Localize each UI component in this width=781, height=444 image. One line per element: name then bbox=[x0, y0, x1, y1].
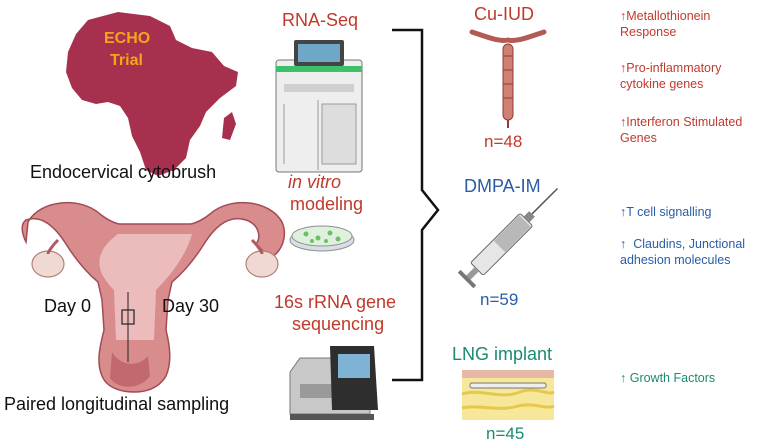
lng-title: LNG implant bbox=[452, 344, 553, 364]
up-arrow-icon: ↑ bbox=[620, 9, 627, 23]
result-text-line2: adhesion molecules bbox=[620, 253, 731, 267]
up-arrow-icon: ↑ bbox=[620, 371, 627, 385]
result-dmpa-1: ↑T cell signalling bbox=[620, 204, 711, 220]
result-text: T cell signalling bbox=[626, 205, 712, 219]
qpcr-machine-icon bbox=[289, 346, 378, 420]
uterus-icon bbox=[21, 201, 286, 393]
day0-label: Day 0 bbox=[44, 296, 92, 316]
africa-map-icon bbox=[66, 12, 238, 176]
dmpa-title: DMPA-IM bbox=[464, 176, 541, 196]
result-cuiud-2: ↑Pro-inflammatory cytokine genes bbox=[620, 60, 721, 92]
result-cuiud-3: ↑Interferon Stimulated Genes bbox=[620, 114, 742, 146]
dmpa-count: n=59 bbox=[480, 290, 519, 309]
result-text: Growth Factors bbox=[626, 371, 716, 385]
result-text: Metallothionein bbox=[626, 9, 711, 23]
rnaseq-label: RNA-Seq bbox=[282, 10, 359, 30]
result-lng-1: ↑ Growth Factors bbox=[620, 370, 715, 386]
result-text-line2: Genes bbox=[620, 131, 657, 145]
up-arrow-icon: ↑ bbox=[620, 237, 627, 251]
map-label-line1: ECHO bbox=[104, 30, 151, 47]
sequencer-icon bbox=[275, 40, 363, 173]
iud-icon bbox=[469, 29, 547, 128]
seq16s-line2: sequencing bbox=[292, 314, 385, 334]
invitro-italic-label: in vitro bbox=[288, 172, 342, 192]
cytobrush-label: Endocervical cytobrush bbox=[30, 162, 217, 182]
cuiud-title: Cu-IUD bbox=[474, 4, 535, 24]
result-text: Claudins, Junctional bbox=[626, 237, 746, 251]
result-text-line2: cytokine genes bbox=[620, 77, 704, 91]
map-label-line2: Trial bbox=[110, 52, 143, 69]
sampling-label: Paired longitudinal sampling bbox=[4, 394, 230, 414]
result-text: Pro-inflammatory bbox=[626, 61, 722, 75]
seq16s-line1: 16s rRNA gene bbox=[274, 292, 397, 312]
up-arrow-icon: ↑ bbox=[620, 205, 627, 219]
lng-count: n=45 bbox=[486, 424, 525, 443]
up-arrow-icon: ↑ bbox=[620, 115, 627, 129]
up-arrow-icon: ↑ bbox=[620, 61, 627, 75]
cuiud-count: n=48 bbox=[484, 132, 523, 151]
grouping-bracket bbox=[392, 28, 440, 382]
invitro-rest-label: modeling bbox=[290, 194, 364, 214]
implant-icon bbox=[461, 370, 555, 420]
result-cuiud-1: ↑Metallothionein Response bbox=[620, 8, 710, 40]
result-text: Interferon Stimulated bbox=[626, 115, 743, 129]
result-dmpa-2: ↑ Claudins, Junctional adhesion molecule… bbox=[620, 236, 745, 268]
result-text-line2: Response bbox=[620, 25, 677, 39]
day30-label: Day 30 bbox=[162, 296, 220, 316]
petri-dish-icon bbox=[289, 225, 355, 252]
syringe-icon bbox=[457, 187, 559, 289]
